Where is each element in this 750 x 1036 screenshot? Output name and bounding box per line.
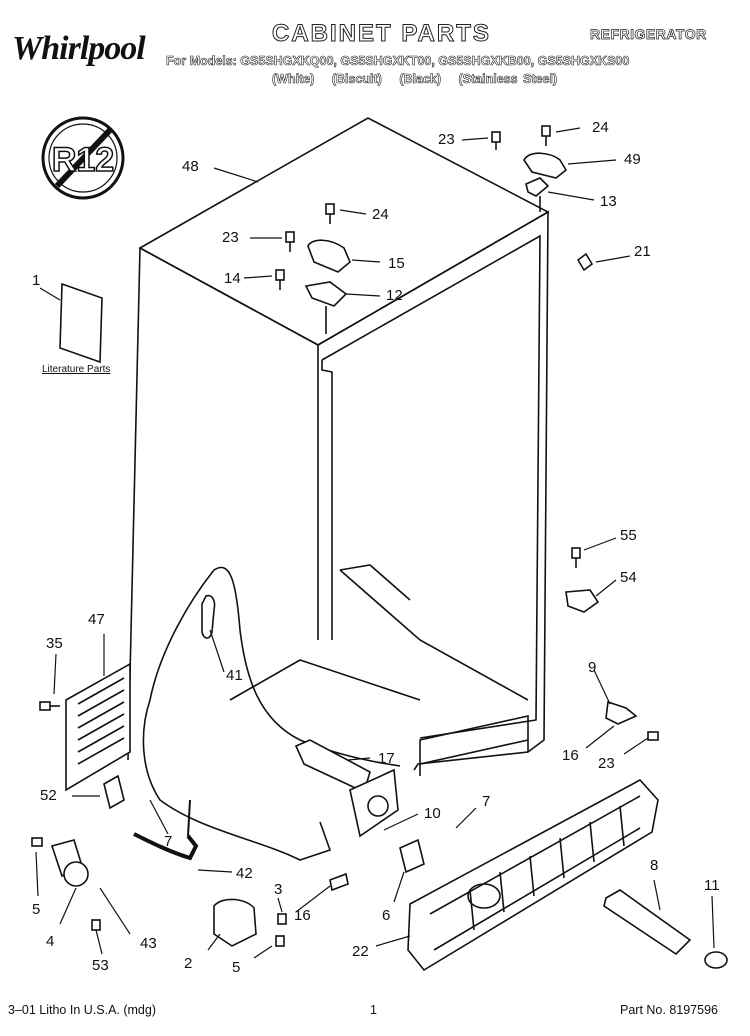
callout-23-b: 23 [222,229,239,246]
callout-16: 16 [562,747,579,764]
valve-2 [213,898,257,947]
bracket-6 [399,838,425,874]
filter-8 [603,889,692,956]
callout-55: 55 [620,527,637,544]
cabinet-body [127,117,550,861]
callout-2: 2 [184,955,193,972]
callout-52: 52 [40,787,57,804]
callout-3: 3 [274,881,283,898]
bracket-9 [605,700,638,725]
valve-4 [50,839,89,887]
bracket-52 [103,774,125,810]
callout-6: 6 [382,907,391,924]
footer-page-number: 1 [370,1003,377,1017]
callout-21: 21 [634,243,651,260]
callout-24: 24 [592,119,609,136]
spring-41 [201,594,216,639]
callout-8: 8 [650,857,659,874]
callout-47: 47 [88,611,105,628]
callout-5-b: 5 [232,959,241,976]
callout-11: 11 [704,877,720,894]
vent-panel-47 [65,662,131,792]
screws [31,125,659,947]
callout-22: 22 [352,943,369,960]
fill-tube-17 [294,739,399,838]
callout-15: 15 [388,255,405,272]
color-biscuit: (Biscuit) [331,72,383,87]
callout-5: 5 [32,901,41,918]
callout-13: 13 [600,193,617,210]
upper-hinge-left [304,239,351,334]
color-black: (Black) [399,72,442,87]
cap-11 [704,951,728,969]
callout-10: 10 [424,805,441,822]
callout-9: 9 [588,659,597,676]
callout-7-b: 7 [164,833,173,850]
callout-23-c: 23 [598,755,615,772]
clip-21 [576,252,594,272]
callout-53: 53 [92,957,109,974]
callout-4: 4 [46,933,55,950]
literature-booklet [59,282,103,364]
upper-hinge-right [523,152,568,212]
colors-line: (White) (Biscuit) (Black) (Stainless Ste… [272,72,569,87]
brand-logo: Whirlpool [12,30,146,67]
callout-23: 23 [438,131,455,148]
callout-24-b: 24 [372,206,389,223]
callout-54: 54 [620,569,637,586]
models-line: For Models: GS5SHGXKQ00, GS5SHGXKT00, GS… [166,54,630,69]
leveler-54 [565,589,600,613]
footer-litho: 3–01 Litho In U.S.A. (mdg) [8,1003,156,1017]
no-r12-icon: R12 [41,116,125,200]
callout-42: 42 [236,865,253,882]
callout-48: 48 [182,158,199,175]
literature-label: Literature Parts [42,364,111,375]
footer-part-number: Part No. 8197596 [620,1003,718,1017]
color-white: (White) [272,72,315,87]
callout-12: 12 [386,287,403,304]
callout-14: 14 [224,270,241,287]
grille-22 [407,778,659,972]
category-label: REFRIGERATOR [590,26,707,43]
page-title: CABINET PARTS [272,20,491,48]
callout-1: 1 [32,272,41,289]
color-stainless: (Stainless Steel) [458,72,558,87]
callout-43: 43 [140,935,157,952]
callout-16-b: 16 [294,907,311,924]
badge-text: R12 [52,141,114,179]
callout-41: 41 [226,667,243,684]
leader-lines [35,127,715,959]
water-line-42 [133,832,199,861]
clip-16 [329,872,349,892]
callout-17: 17 [378,750,395,767]
callout-49: 49 [624,151,641,168]
callout-35: 35 [46,635,63,652]
callout-7: 7 [482,793,491,810]
